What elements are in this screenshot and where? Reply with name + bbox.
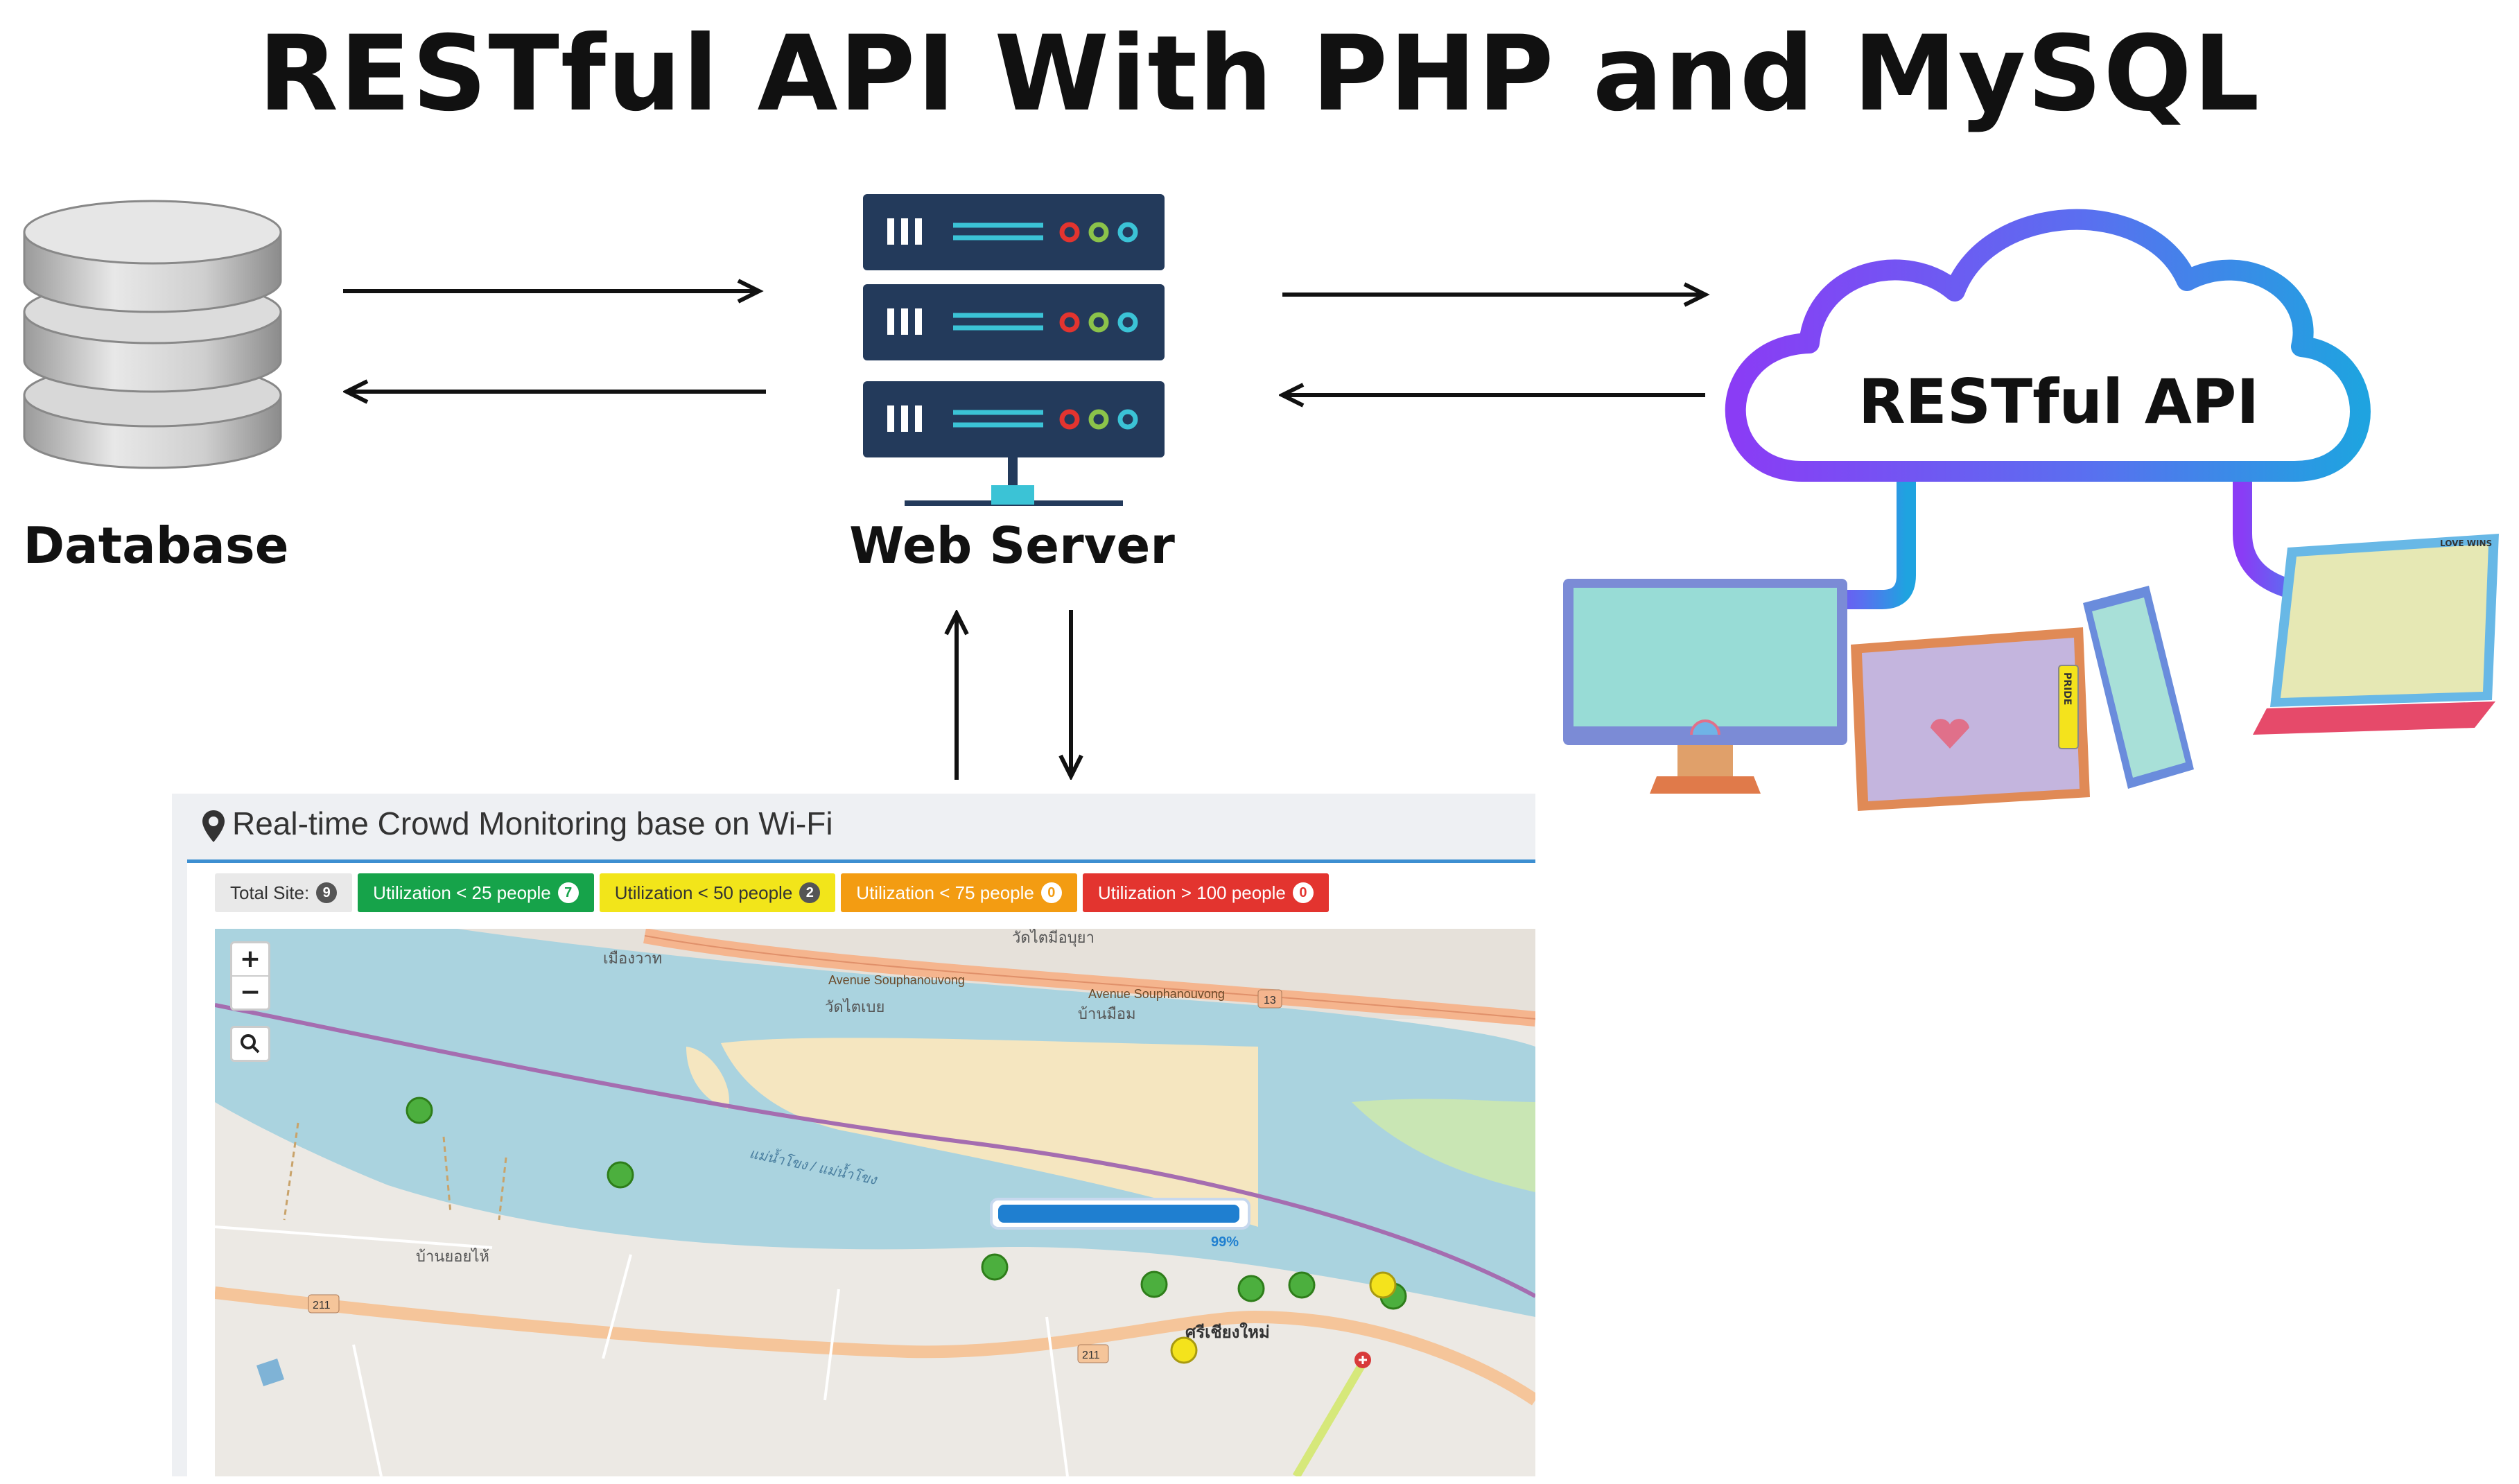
map-label: บ้านยอยไห้ bbox=[416, 1248, 489, 1265]
laptop-icon: LOVE WINS bbox=[2253, 534, 2499, 735]
badge-count: 9 bbox=[316, 882, 338, 903]
zoom-in-button[interactable]: + bbox=[232, 943, 268, 977]
sandbar bbox=[721, 1038, 1258, 1227]
map-label: วัดไตเบย bbox=[825, 998, 884, 1015]
map-label: ศรีเชียงใหม่ bbox=[1185, 1322, 1270, 1342]
site-marker-yellow[interactable] bbox=[1369, 1271, 1397, 1299]
crowd-map[interactable]: เมืองวาท Avenue Souphanouvong Avenue Sou… bbox=[215, 929, 1535, 1476]
panel-title: Real-time Crowd Monitoring base on Wi-Fi bbox=[232, 805, 833, 841]
badge-label: Utilization > 100 people bbox=[1097, 882, 1286, 903]
route-shield: 13 bbox=[1264, 995, 1276, 1006]
tablet-icon bbox=[1851, 627, 2090, 811]
arrow-server-to-db bbox=[343, 379, 766, 404]
badge-utilization-under-50[interactable]: Utilization < 50 people 2 bbox=[599, 873, 836, 912]
restful-api-cloud-illustration: LOVE WINS PRIDE bbox=[1563, 209, 2499, 811]
site-marker-green[interactable] bbox=[607, 1161, 634, 1189]
progress-label: 99% bbox=[1211, 1234, 1239, 1250]
arrow-db-to-server bbox=[343, 279, 764, 304]
badge-label: Utilization < 75 people bbox=[856, 882, 1034, 903]
map-label: บ้านมือม bbox=[1078, 1005, 1136, 1022]
map-pin-icon bbox=[202, 810, 225, 842]
database-icon bbox=[23, 200, 282, 469]
web-server-icon bbox=[863, 194, 1165, 506]
map-label: วัดไตมีอบุยา bbox=[1012, 929, 1095, 947]
zoom-out-button[interactable]: − bbox=[239, 978, 261, 1006]
smartphone-icon bbox=[2083, 586, 2194, 789]
arrow-api-to-server bbox=[1279, 383, 1705, 408]
desktop-monitor-icon bbox=[1563, 579, 1847, 794]
badge-count: 7 bbox=[557, 882, 579, 903]
route-shield: 211 bbox=[1082, 1350, 1100, 1361]
web-server-label: Web Server bbox=[849, 516, 1175, 575]
badge-count: 0 bbox=[1040, 882, 1062, 903]
svg-text:PRIDE: PRIDE bbox=[2062, 672, 2073, 705]
page-title: RESTful API With PHP and MySQL bbox=[258, 14, 2261, 134]
badge-total-site[interactable]: Total Site: 9 bbox=[215, 873, 353, 912]
arrow-server-to-api bbox=[1282, 282, 1710, 307]
loading-progress-bar bbox=[990, 1198, 1250, 1230]
utilization-badges: Total Site: 9 Utilization < 25 people 7 Ut… bbox=[215, 873, 1329, 912]
panel-header: Real-time Crowd Monitoring base on Wi-Fi bbox=[187, 794, 1535, 863]
arrow-server-to-monitor bbox=[1058, 610, 1083, 780]
badge-label: Total Site: bbox=[230, 882, 310, 903]
site-marker-green[interactable] bbox=[1140, 1271, 1168, 1298]
badge-utilization-under-75[interactable]: Utilization < 75 people 0 bbox=[841, 873, 1077, 912]
badge-label: Utilization < 50 people bbox=[614, 882, 793, 903]
site-marker-green[interactable] bbox=[1237, 1275, 1265, 1302]
site-marker-yellow[interactable] bbox=[1170, 1336, 1198, 1364]
site-marker-green[interactable] bbox=[1288, 1271, 1316, 1299]
badge-count: 2 bbox=[799, 882, 821, 903]
map-label: Avenue Souphanouvong bbox=[1088, 987, 1225, 1001]
database-label: Database bbox=[23, 516, 289, 575]
badge-utilization-over-100[interactable]: Utilization > 100 people 0 bbox=[1082, 873, 1329, 912]
badge-utilization-under-25[interactable]: Utilization < 25 people 7 bbox=[358, 873, 594, 912]
map-search-button[interactable] bbox=[230, 1026, 270, 1062]
map-label: เมืองวาท bbox=[603, 950, 662, 967]
site-marker-green[interactable] bbox=[406, 1097, 433, 1124]
svg-text:LOVE WINS: LOVE WINS bbox=[2440, 539, 2492, 548]
map-canvas[interactable]: เมืองวาท Avenue Souphanouvong Avenue Sou… bbox=[215, 929, 1535, 1476]
route-shield: 211 bbox=[313, 1300, 331, 1311]
crowd-monitoring-panel: Real-time Crowd Monitoring base on Wi-Fi… bbox=[172, 794, 1535, 1476]
pride-tag-icon: PRIDE bbox=[2058, 665, 2079, 749]
badge-label: Utilization < 25 people bbox=[373, 882, 551, 903]
badge-count: 0 bbox=[1292, 882, 1314, 903]
map-label: Avenue Souphanouvong bbox=[828, 973, 965, 987]
search-icon bbox=[241, 1034, 260, 1054]
zoom-control: + − bbox=[230, 941, 270, 1011]
restful-api-label: RESTful API bbox=[1858, 366, 2260, 437]
site-marker-green[interactable] bbox=[981, 1253, 1009, 1281]
arrow-monitor-to-server bbox=[944, 610, 969, 780]
cloud-shape bbox=[1725, 209, 2371, 482]
